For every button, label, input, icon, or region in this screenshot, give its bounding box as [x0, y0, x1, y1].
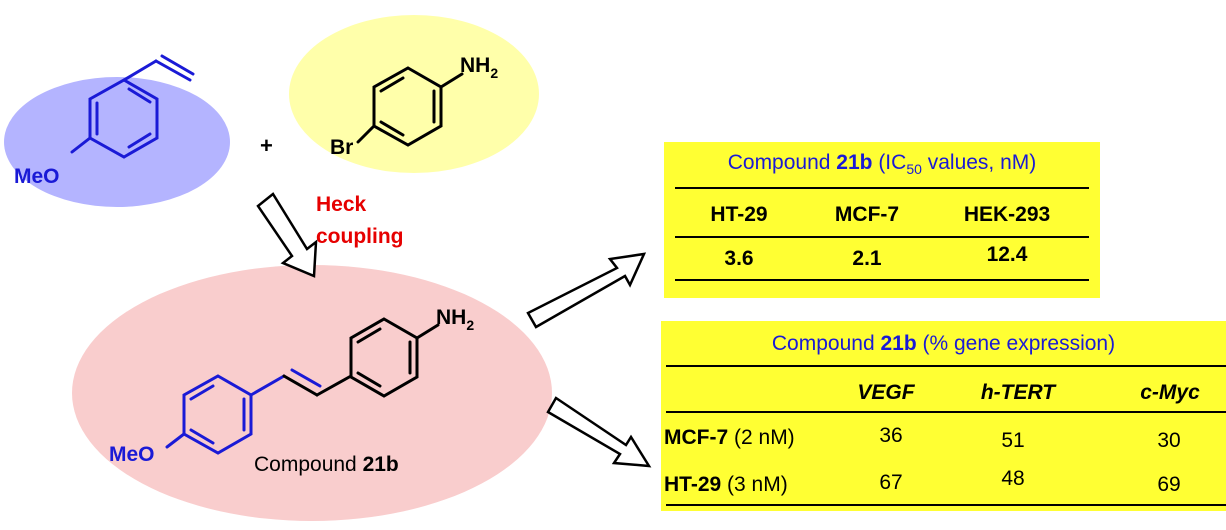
gene-value: 69 — [1157, 473, 1181, 496]
meo-label-reactant: MeO — [14, 165, 60, 188]
gene-table-title: Compound 21b (% gene expression) — [771, 332, 1116, 355]
product-aminophenyl — [349, 317, 440, 398]
ic50-value: 3.6 — [724, 247, 754, 270]
heck-arrow-icon — [256, 192, 318, 278]
gene-row-label: MCF-7 (2 nM) — [664, 426, 795, 449]
gene-value: 36 — [879, 424, 903, 447]
ic50-table: Compound 21b (IC50 values, nM) HT-29 MCF… — [664, 142, 1100, 298]
product-caption: Compound 21b — [254, 453, 399, 476]
ic50-table-title: Compound 21b (IC50 values, nM) — [727, 151, 1037, 178]
gene-row-label: HT-29 (3 nM) — [664, 473, 788, 496]
gene-value: 51 — [1001, 429, 1025, 452]
meo-label-product: MeO — [109, 443, 155, 466]
gene-col-header: c-Myc — [1140, 381, 1200, 404]
gene-value: 30 — [1157, 429, 1181, 452]
bromoaniline-blob — [289, 15, 539, 173]
heck-label-line2: coupling — [316, 225, 404, 248]
product-vinyl-bridge — [282, 368, 353, 397]
nh2-label-reactant: NH2 — [460, 54, 498, 81]
gene-rule-top — [666, 365, 1226, 367]
br-label: Br — [330, 136, 353, 159]
heck-label-line1: Heck — [316, 193, 367, 216]
gene-expression-table: Compound 21b (% gene expression) VEGF h-… — [661, 321, 1226, 511]
ic50-rule-top — [675, 187, 1089, 189]
gene-rule-bottom — [666, 504, 1226, 506]
nh2-label-product: NH2 — [436, 306, 474, 333]
ic50-col-header: MCF-7 — [834, 203, 900, 226]
plus-sign: + — [260, 133, 273, 158]
bromoaniline-structure — [356, 66, 464, 147]
ic50-col-header: HT-29 — [710, 203, 768, 226]
ic50-rule-mid — [675, 236, 1089, 238]
product-methoxyphenyl — [165, 374, 286, 455]
gene-value: 67 — [879, 471, 903, 494]
ic50-col-header: HEK-293 — [963, 203, 1051, 226]
arrow-to-ic50-icon — [526, 252, 647, 329]
ic50-value: 12.4 — [986, 243, 1028, 266]
arrow-to-gene-icon — [546, 396, 652, 468]
ic50-rule-bottom — [675, 279, 1089, 281]
methoxystyrene-blob — [4, 77, 230, 207]
methoxystyrene-structure — [70, 54, 195, 159]
gene-rule-mid — [666, 411, 1226, 413]
gene-value: 48 — [1001, 467, 1025, 490]
gene-col-header: h-TERT — [980, 381, 1056, 404]
ic50-value: 2.1 — [852, 247, 882, 270]
gene-col-header: VEGF — [857, 381, 915, 404]
